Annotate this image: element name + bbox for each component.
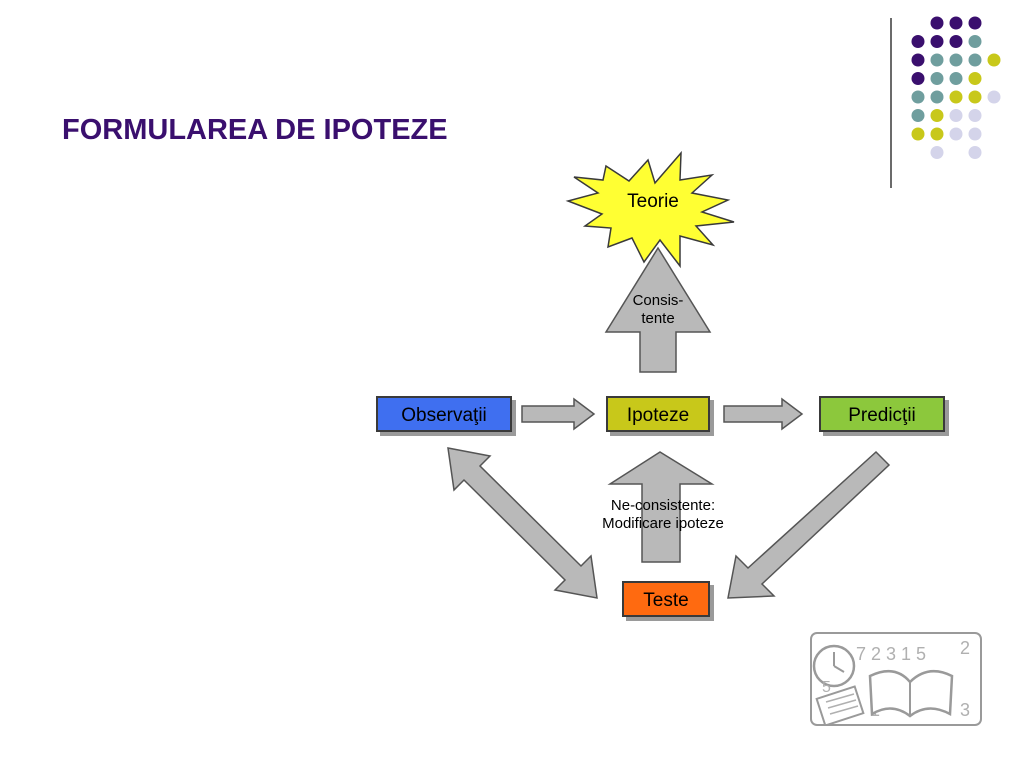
svg-text:3: 3	[960, 700, 970, 720]
decorative-dot	[968, 146, 982, 159]
neconsistente-label-line1: Ne-consistente:	[610, 497, 716, 514]
decorative-dot	[949, 127, 963, 141]
svg-text:2: 2	[960, 638, 970, 658]
decorative-dot	[930, 72, 944, 85]
consistente-label-line1: Consis-	[632, 292, 684, 309]
decorative-dot	[968, 53, 982, 67]
arrow-observatii-teste	[447, 447, 598, 599]
arrow-observatii-ipoteze	[521, 397, 596, 431]
decorative-dot-grid	[911, 16, 1001, 159]
decorative-dot	[911, 109, 925, 122]
decorative-dot	[911, 35, 925, 48]
decorative-dot	[968, 109, 982, 122]
clock-numbers-book-clipart: 7 2 3 1 5 2 5 3 1	[810, 632, 982, 726]
decorative-dot	[987, 90, 1001, 104]
decorative-dot	[911, 72, 925, 85]
neconsistente-arrow	[607, 451, 715, 563]
teste-box: Teste	[622, 581, 710, 617]
decorative-dot	[968, 90, 982, 104]
decorative-dot	[911, 53, 925, 67]
svg-text:5: 5	[822, 679, 831, 696]
teorie-label: Teorie	[627, 191, 679, 212]
decorative-dot	[949, 109, 963, 122]
teorie-starburst	[565, 150, 735, 269]
consistente-label-line2: tente	[641, 310, 675, 327]
slide-title: FORMULAREA DE IPOTEZE	[62, 114, 448, 146]
decorative-dot	[930, 16, 944, 30]
consistente-label: Consis- tente	[610, 292, 706, 328]
decorative-dot	[930, 127, 944, 141]
consistente-arrow	[604, 246, 712, 373]
observatii-box: Observaţii	[376, 396, 512, 432]
svg-text:7 2 3 1 5: 7 2 3 1 5	[856, 644, 926, 664]
ipoteze-box: Ipoteze	[606, 396, 710, 432]
decorative-dot	[949, 35, 963, 48]
decorative-dot	[911, 127, 925, 141]
decorative-dot	[930, 146, 944, 159]
decorative-dot	[968, 16, 982, 30]
divider-line	[890, 18, 892, 188]
decorative-dot	[968, 72, 982, 85]
decorative-dot	[930, 90, 944, 104]
decorative-dot	[949, 53, 963, 67]
decorative-dot	[949, 72, 963, 85]
decorative-dot	[911, 90, 925, 104]
decorative-dot	[930, 53, 944, 67]
neconsistente-label: Ne-consistente: Modificare ipoteze	[578, 497, 748, 533]
decorative-dot	[987, 53, 1001, 67]
decorative-dot	[968, 35, 982, 48]
predictii-box: Predicţii	[819, 396, 945, 432]
decorative-dot	[930, 109, 944, 122]
decorative-dot	[930, 35, 944, 48]
neconsistente-label-line2: Modificare ipoteze	[602, 515, 724, 532]
decorative-dot	[949, 90, 963, 104]
decorative-dot	[949, 16, 963, 30]
decorative-dot	[968, 127, 982, 141]
arrow-predictii-teste	[727, 450, 891, 599]
arrow-ipoteze-predictii	[723, 397, 804, 431]
